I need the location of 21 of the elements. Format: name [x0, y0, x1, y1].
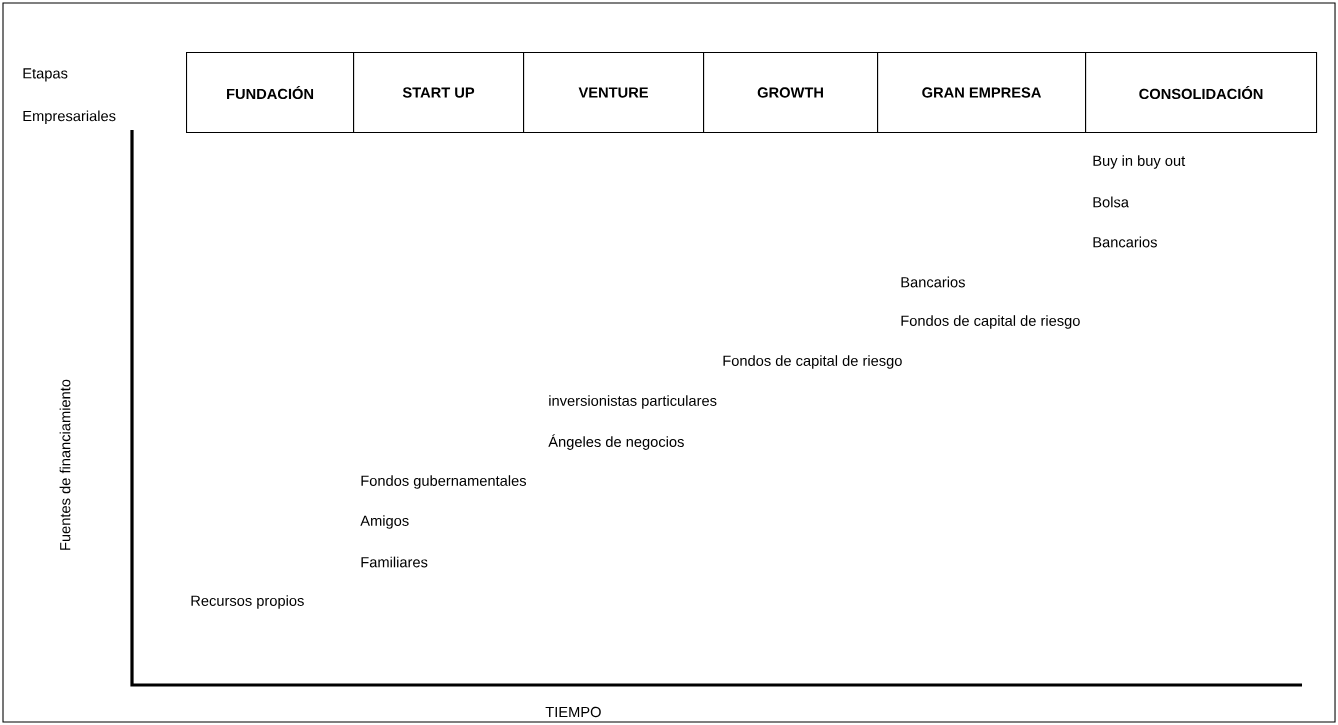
funding-source-label: Bolsa	[1093, 196, 1129, 208]
funding-source-label: Bancarios	[901, 276, 965, 288]
funding-source-label: inversionistas particulares	[549, 395, 717, 409]
funding-source-label: Familiares	[361, 556, 428, 568]
funding-source-label: Amigos	[360, 515, 409, 529]
header-cell: GRAN EMPRESA	[877, 52, 1087, 134]
header-cell: GROWTH	[703, 52, 879, 134]
axis-label: Fuentes de financiamiento	[59, 379, 71, 550]
funding-source-label: Fondos gubernamentales	[361, 475, 527, 489]
header-cell: VENTURE	[523, 52, 705, 134]
funding-source-label: Fondos de capital de riesgo	[723, 355, 902, 369]
funding-source-label: Buy in buy out	[1093, 155, 1186, 169]
funding-source-label: Fondos de capital de riesgo	[901, 315, 1080, 329]
funding-source-label: Recursos propios	[191, 595, 304, 609]
funding-source-label: Bancarios	[1093, 236, 1157, 248]
header-cell: FUNDACIÓN	[186, 52, 355, 134]
funding-source-label: Ángeles de negocios	[548, 434, 684, 450]
axis-label: TIEMPO	[545, 706, 601, 718]
header-cell: CONSOLIDACIÓN	[1085, 52, 1318, 134]
header-cell: START UP	[353, 52, 525, 134]
stage-heading: Etapas Empresariales	[23, 68, 116, 125]
